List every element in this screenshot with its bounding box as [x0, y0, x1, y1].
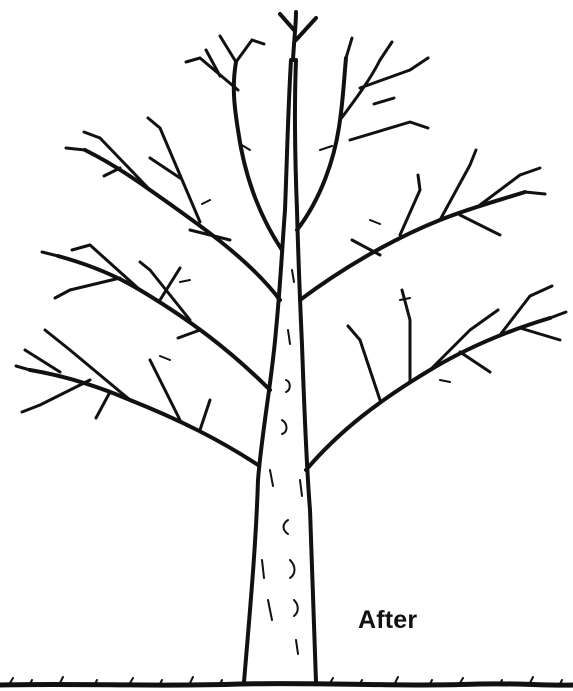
bark-marks — [262, 270, 302, 654]
ground-line — [0, 684, 573, 686]
upper-left-branch — [234, 62, 282, 250]
trunk-right-edge — [295, 60, 316, 682]
right-lower-branch — [306, 318, 550, 470]
left-lower-branch — [58, 256, 270, 390]
left-lowest-branch — [30, 370, 258, 465]
caption-label: After — [358, 606, 417, 635]
upper-right-branch — [297, 58, 346, 230]
leader-branch — [280, 12, 316, 60]
